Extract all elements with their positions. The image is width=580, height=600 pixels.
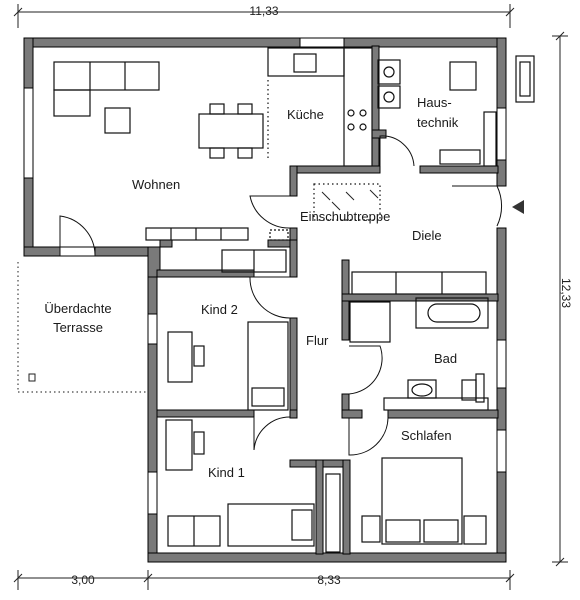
dimension-right-height: 12,33: [559, 278, 573, 309]
dimension-bottom-right: 8,33: [317, 573, 341, 587]
room-label-terrasse-line1: Überdachte: [44, 301, 112, 316]
room-label-kind1: Kind 1: [208, 465, 245, 480]
dimension-bottom-left: 3,00: [71, 573, 95, 587]
room-label-einschubtreppe: Einschubtreppe: [300, 209, 391, 224]
terrace-post: [28, 373, 36, 382]
dimension-top-width: 11,33: [249, 4, 279, 18]
room-label-terrasse-line2: Terrasse: [53, 320, 103, 335]
room-label-wohnen: Wohnen: [132, 177, 181, 192]
windows: [23, 37, 507, 515]
room-label-schlafen: Schlafen: [401, 428, 452, 443]
entrance-marker: [512, 200, 524, 214]
room-label-bad: Bad: [434, 351, 458, 366]
furniture: [53, 47, 535, 553]
door-swings: [59, 135, 503, 456]
stair-hatch: [321, 189, 379, 211]
terrace-outline: [17, 262, 148, 393]
room-label-kind2: Kind 2: [201, 302, 238, 317]
dimension-lines: [13, 4, 568, 590]
room-label-diele: Diele: [412, 228, 442, 243]
room-label-haustechnik-line1: Haus-: [417, 95, 452, 110]
room-label-kueche: Küche: [287, 107, 324, 122]
room-label-haustechnik-line2: technik: [417, 115, 459, 130]
room-label-flur: Flur: [306, 333, 329, 348]
